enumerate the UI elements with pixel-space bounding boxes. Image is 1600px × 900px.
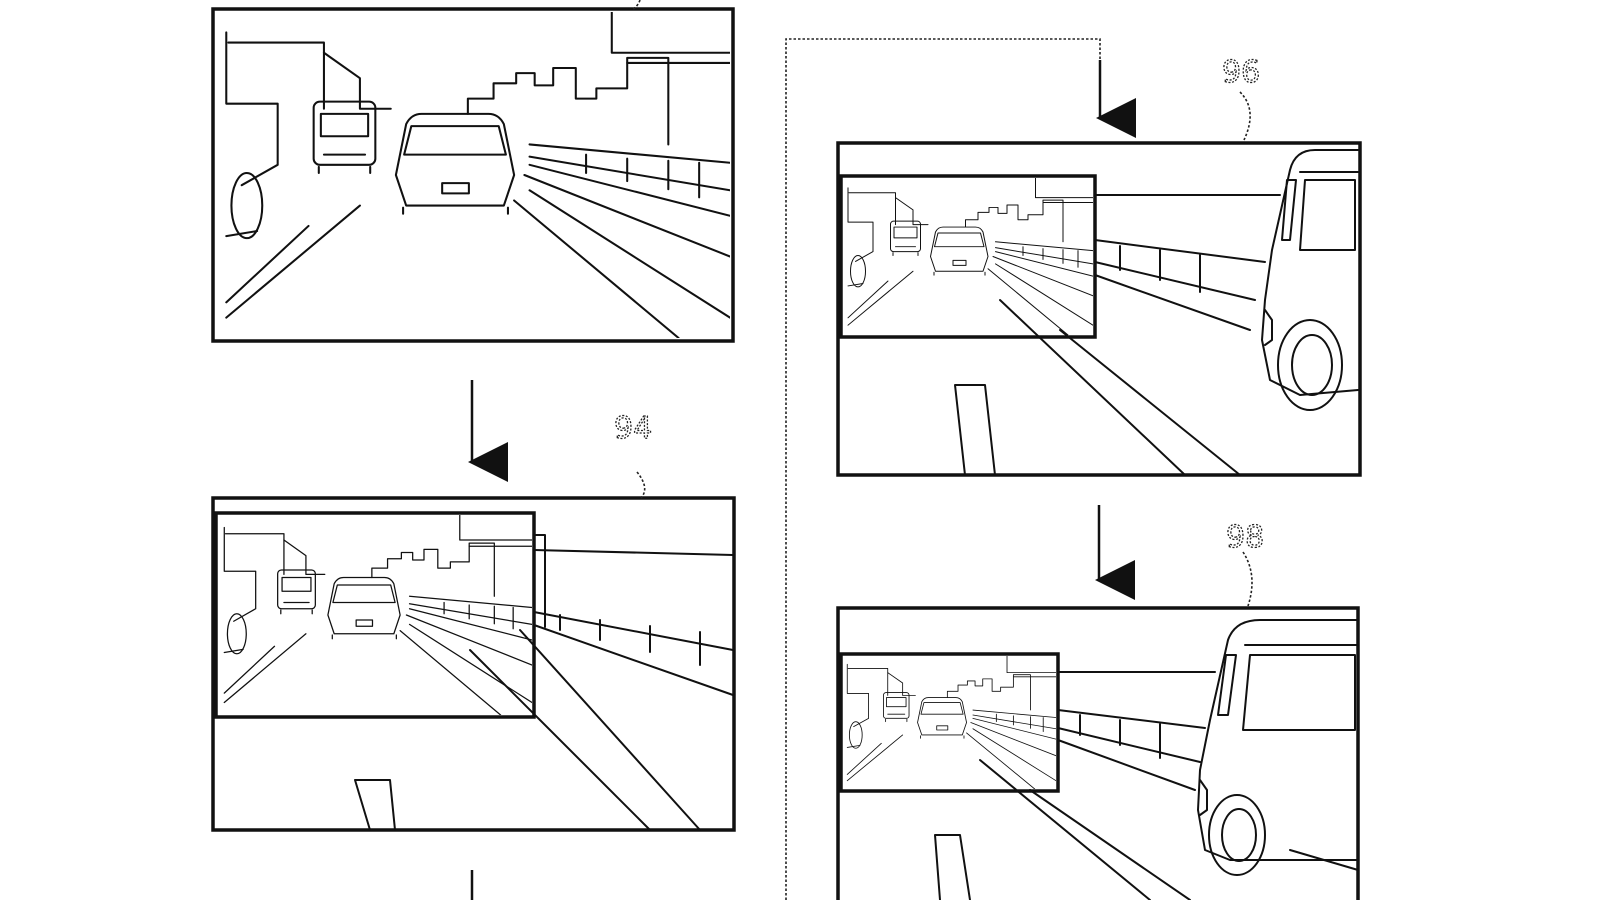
panel-top-left bbox=[211, 0, 735, 343]
ref-label-98: 98 bbox=[1226, 520, 1264, 555]
panel-94: 94 bbox=[211, 410, 736, 832]
flow-connector bbox=[785, 38, 1101, 900]
panel-98: 98 bbox=[836, 519, 1360, 900]
ref-label-96: 96 bbox=[1222, 55, 1260, 90]
ref-label-94: 94 bbox=[614, 411, 652, 446]
panel-96: 96 bbox=[836, 54, 1362, 477]
